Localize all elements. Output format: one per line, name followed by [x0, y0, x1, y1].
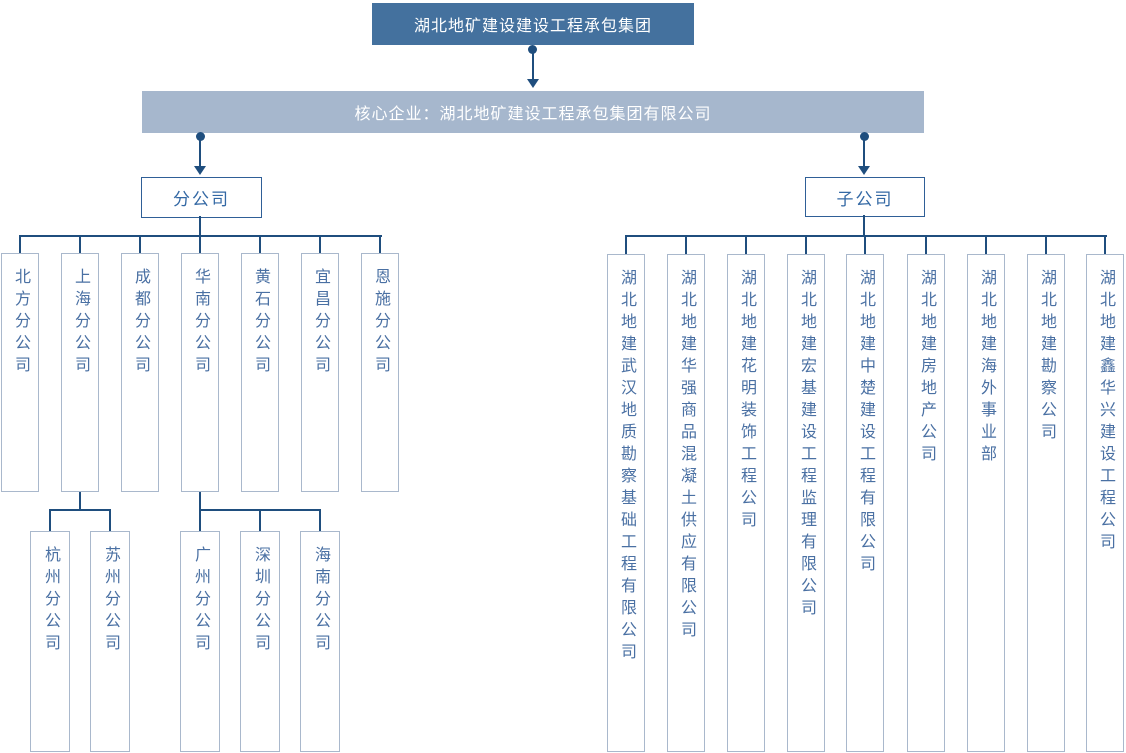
- subsidiary-node: 湖北地建武汉地质勘察基础工程有限公司: [607, 254, 645, 752]
- branch-node: 成都分公司: [121, 253, 159, 492]
- connector-line: [319, 509, 321, 531]
- connector-line: [863, 215, 865, 237]
- connector-line: [49, 509, 111, 511]
- connector-line: [109, 509, 111, 531]
- connector-line: [319, 235, 321, 253]
- connector-line: [199, 216, 201, 237]
- subsidiary-node-label: 湖北地建武汉地质勘察基础工程有限公司: [618, 269, 635, 665]
- branch-node-label: 北方分公司: [12, 268, 29, 378]
- connector-line: [79, 235, 81, 253]
- connector-line: [79, 492, 81, 511]
- connector-line: [199, 235, 201, 253]
- subsidiary-node: 湖北地建中楚建设工程有限公司: [846, 254, 884, 752]
- connector-dot: [860, 132, 869, 141]
- branch-node-label: 恩施分公司: [372, 268, 389, 378]
- sub-branch-node: 广州分公司: [180, 531, 220, 752]
- subsidiary-node-label: 湖北地建鑫华兴建设工程公司: [1097, 269, 1114, 555]
- branch-group-node: 分公司: [141, 177, 262, 218]
- branch-node: 上海分公司: [61, 253, 99, 492]
- subsidiary-node-label: 湖北地建勘察公司: [1038, 269, 1055, 445]
- subsidiary-node: 湖北地建华强商品混凝土供应有限公司: [667, 254, 705, 752]
- subsidiary-node: 湖北地建勘察公司: [1027, 254, 1065, 752]
- connector-line: [925, 235, 927, 254]
- sub-branch-node: 深圳分公司: [240, 531, 280, 752]
- subsidiary-group-node: 子公司: [805, 177, 925, 217]
- sub-branch-node-label: 苏州分公司: [102, 546, 119, 656]
- connector-dot: [196, 132, 205, 141]
- branch-node: 宜昌分公司: [301, 253, 339, 492]
- connector-line: [259, 509, 261, 531]
- branch-node: 北方分公司: [1, 253, 39, 492]
- subsidiary-node: 湖北地建鑫华兴建设工程公司: [1086, 254, 1124, 752]
- connector-line: [1045, 235, 1047, 254]
- connector-line: [259, 235, 261, 253]
- connector-line: [139, 235, 141, 253]
- branch-node-label: 华南分公司: [192, 268, 209, 378]
- subsidiary-node-label: 湖北地建华强商品混凝土供应有限公司: [678, 269, 695, 643]
- subsidiary-node: 湖北地建花明装饰工程公司: [727, 254, 765, 752]
- sub-branch-node-label: 广州分公司: [192, 546, 209, 656]
- connector-line: [745, 235, 747, 254]
- root-node: 湖北地矿建设建设工程承包集团: [372, 3, 694, 45]
- connector-arrowhead: [858, 166, 870, 175]
- connector-line: [625, 235, 627, 254]
- connector-line: [805, 235, 807, 254]
- sub-branch-node: 杭州分公司: [30, 531, 70, 752]
- connector-dot: [528, 45, 537, 54]
- connector-line: [19, 235, 21, 253]
- connector-line: [863, 140, 865, 166]
- connector-line: [985, 235, 987, 254]
- subsidiary-node: 湖北地建房地产公司: [907, 254, 945, 752]
- subsidiary-node-label: 湖北地建海外事业部: [978, 269, 995, 467]
- subsidiary-node-label: 湖北地建中楚建设工程有限公司: [857, 269, 874, 577]
- subsidiary-node-label: 湖北地建房地产公司: [918, 269, 935, 467]
- branch-node: 华南分公司: [181, 253, 219, 492]
- branch-node-label: 宜昌分公司: [312, 268, 329, 378]
- connector-line: [199, 140, 201, 166]
- branch-node-label: 成都分公司: [132, 268, 149, 378]
- connector-line: [199, 492, 201, 531]
- connector-line: [625, 235, 1107, 237]
- branch-node: 黄石分公司: [241, 253, 279, 492]
- sub-branch-node-label: 深圳分公司: [252, 546, 269, 656]
- sub-branch-node: 海南分公司: [300, 531, 340, 752]
- connector-line: [685, 235, 687, 254]
- sub-branch-node-label: 海南分公司: [312, 546, 329, 656]
- subsidiary-node: 湖北地建海外事业部: [967, 254, 1005, 752]
- subsidiary-node: 湖北地建宏基建设工程监理有限公司: [787, 254, 825, 752]
- connector-arrowhead: [527, 79, 539, 88]
- connector-line: [1104, 235, 1106, 254]
- branch-node: 恩施分公司: [361, 253, 399, 492]
- connector-line: [864, 235, 866, 254]
- sub-branch-node-label: 杭州分公司: [42, 546, 59, 656]
- subsidiary-node-label: 湖北地建宏基建设工程监理有限公司: [798, 269, 815, 621]
- connector-arrowhead: [194, 166, 206, 175]
- connector-line: [49, 509, 51, 531]
- branch-node-label: 黄石分公司: [252, 268, 269, 378]
- sub-branch-node: 苏州分公司: [90, 531, 130, 752]
- core-node: 核心企业：湖北地矿建设工程承包集团有限公司: [142, 91, 924, 133]
- connector-line: [379, 235, 381, 253]
- branch-node-label: 上海分公司: [72, 268, 89, 378]
- subsidiary-node-label: 湖北地建花明装饰工程公司: [738, 269, 755, 533]
- connector-line: [532, 52, 534, 80]
